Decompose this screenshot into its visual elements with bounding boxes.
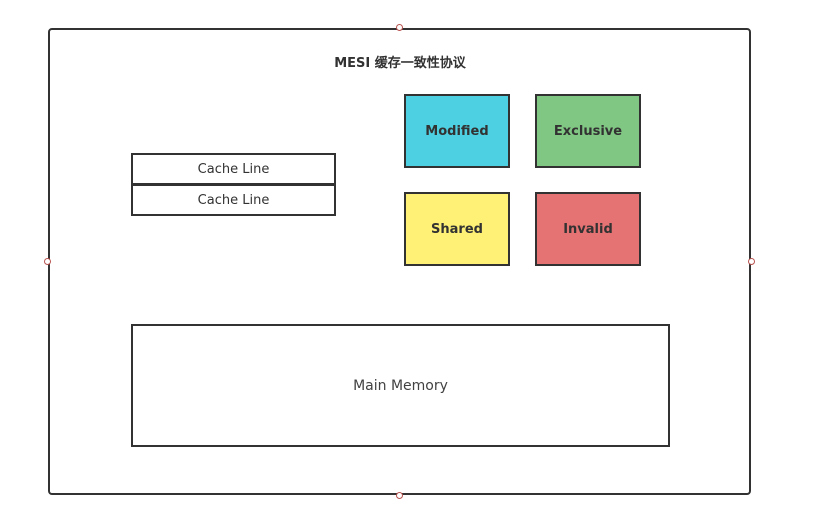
diagram-title: MESI 缓存一致性协议 [334,56,466,71]
resize-handle-left[interactable] [44,258,51,265]
resize-handle-top[interactable] [396,24,403,31]
cache-line-box[interactable]: Cache Line [131,153,336,185]
state-shared[interactable]: Shared [404,192,510,266]
resize-handle-right[interactable] [748,258,755,265]
main-memory-box[interactable]: Main Memory [131,324,670,447]
cache-line-box[interactable]: Cache Line [131,184,336,216]
state-modified[interactable]: Modified [404,94,510,168]
resize-handle-bottom[interactable] [396,492,403,499]
state-exclusive[interactable]: Exclusive [535,94,641,168]
state-invalid[interactable]: Invalid [535,192,641,266]
